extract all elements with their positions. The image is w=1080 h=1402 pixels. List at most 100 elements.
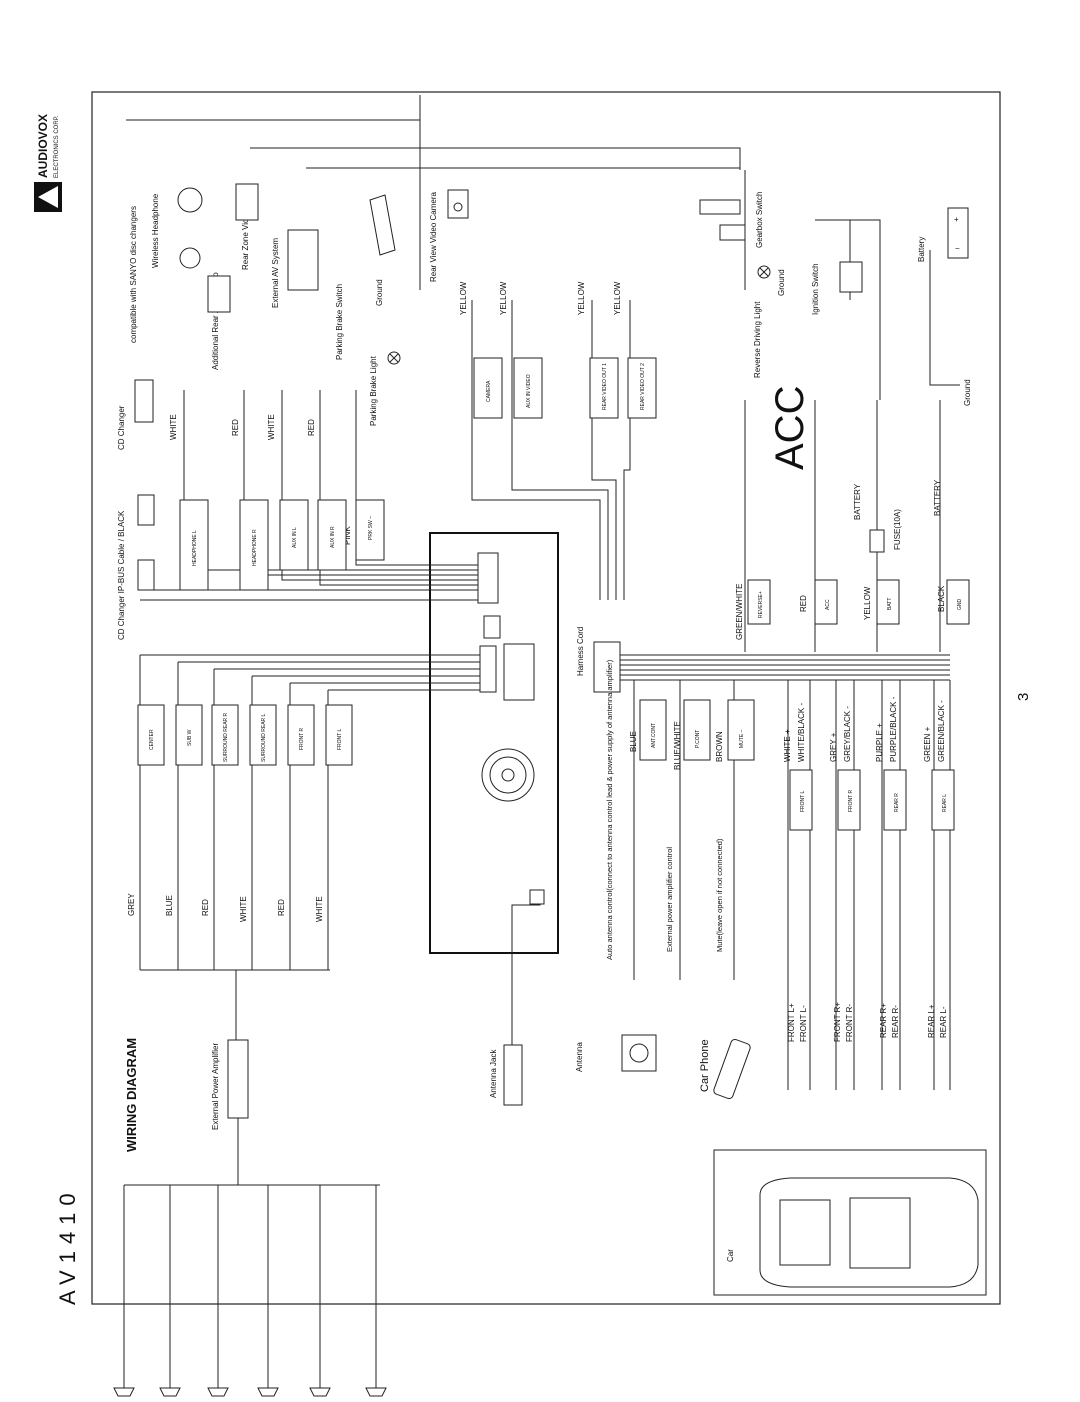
ground-label-2: Ground xyxy=(777,269,786,296)
ground-label-1: Ground xyxy=(375,279,384,306)
top-connector-boxes: HEADPHONE L HEADPHONE R AUX IN L AUX IN … xyxy=(179,357,657,591)
speaker-icon xyxy=(257,1387,279,1397)
speaker-icon xyxy=(365,1387,387,1397)
cd-port xyxy=(483,615,501,639)
parking-brake-switch-label: Parking Brake Switch xyxy=(335,284,344,360)
spk-wire-purple-plus: PURPLE + xyxy=(875,723,884,762)
page-number: 3 xyxy=(1015,693,1032,701)
ctrl-desc-amplifier: External power amplifier control xyxy=(665,847,674,952)
box-headphone-l: HEADPHONE L xyxy=(192,530,198,566)
wire-color-yellow-1: YELLOW xyxy=(459,281,468,315)
model-title: AV1410 xyxy=(55,1186,80,1305)
spk-rear-r-plus: REAR R+ xyxy=(879,1003,888,1038)
gear-lever-icon xyxy=(719,224,746,241)
fuse-label: FUSE(10A) xyxy=(893,509,902,550)
ctrl-color-blue: BLUE xyxy=(629,731,638,752)
car-label: Car xyxy=(726,1249,735,1262)
external-av-label: External AV System xyxy=(271,238,280,308)
parking-brake-light-label: Parking Brake Light xyxy=(369,355,378,426)
spk-box-front-r: FRONT R xyxy=(848,789,854,812)
rca-port xyxy=(479,645,497,693)
speaker-groups: FRONT L FRONT R REAR R REAR L WHITE + WH… xyxy=(783,680,955,1090)
ctrl-desc-antenna: Auto antenna control(connect to antenna … xyxy=(605,659,614,960)
spk-front-l-plus: FRONT L+ xyxy=(787,1003,796,1042)
sanyo-compat-label: compatible with SANYO disc changers xyxy=(129,206,138,343)
rca-outputs: CENTER SUB W SURROUND REAR R SURROUND RE… xyxy=(127,655,353,1040)
parking-brake-icon xyxy=(369,194,396,256)
speaker-icon xyxy=(309,1387,331,1397)
spk-wire-grey-plus: GREY + xyxy=(829,732,838,762)
amplifier-label: External Power Amplifier xyxy=(211,1043,220,1130)
antenna-jack-icon xyxy=(503,1044,523,1106)
fuse-icon xyxy=(869,529,885,553)
harness-wires xyxy=(140,589,950,691)
car-icon xyxy=(759,1177,979,1288)
ctrl-color-brown: BROWN xyxy=(715,731,724,762)
spk-box-rear-l: REAR L xyxy=(942,794,948,812)
battery-plus-label: BATTERY xyxy=(853,483,862,520)
cd-changer-label: CD Changer xyxy=(117,405,126,450)
wire-color-yellow-2: YELLOW xyxy=(499,281,508,315)
antenna-label: Antenna xyxy=(575,1042,584,1072)
ipbus-port xyxy=(477,552,499,604)
ipbus-plug-icon xyxy=(137,494,155,526)
wire-color-yellow-4: YELLOW xyxy=(613,281,622,315)
rca-color-red-1: RED xyxy=(201,899,210,916)
power-color-green-white: GREEN/WHITE xyxy=(735,584,744,640)
box-aux-in-l: AUX IN L xyxy=(292,527,298,548)
brand-logo: AUDIOVOX ELECTRONICS CORP. xyxy=(34,114,62,212)
spk-front-r-plus: FRONT R+ xyxy=(833,1002,842,1042)
additional-rear-zone-label: Additional Rear Zone Video xyxy=(211,272,220,370)
rca-box-surround-rear-r: SURROUND REAR R xyxy=(223,712,229,762)
box-headphone-r: HEADPHONE R xyxy=(252,529,258,566)
av-system-icon xyxy=(287,229,319,291)
top-wire-colors: WHITE RED WHITE RED PINK YELLOW YELLOW Y… xyxy=(169,281,622,545)
svg-text:−: − xyxy=(955,244,960,253)
rear-zone-video-label: Rear Zone Video 1 xyxy=(241,202,250,270)
spk-front-l-minus: FRONT L- xyxy=(799,1005,808,1042)
battery-label: Battery xyxy=(917,237,926,262)
ignition-switch-icon xyxy=(839,261,863,293)
wire-color-white-2: WHITE xyxy=(267,414,276,440)
car-phone-icon xyxy=(713,1038,751,1100)
wire-color-yellow-3: YELLOW xyxy=(577,281,586,315)
antenna-area: Antenna Jack Antenna Car Phone xyxy=(489,889,751,1106)
ipbus-plug-icon-2 xyxy=(137,559,155,591)
speaker-icon xyxy=(113,1387,135,1397)
gearbox-switch-label: Gearbox Switch xyxy=(755,192,764,248)
diagram-title: WIRING DIAGRAM xyxy=(124,1038,139,1152)
rca-box-surround-rear-l: SURROUND REAR L xyxy=(261,713,267,762)
speaker-fanout xyxy=(123,1118,380,1388)
box-camera: CAMERA xyxy=(486,380,492,402)
speaker-icon xyxy=(159,1387,181,1397)
headphone-icon-2 xyxy=(179,247,201,269)
additional-monitor-icon xyxy=(207,275,231,313)
rear-zone-monitor-icon xyxy=(235,183,259,221)
battery-icon xyxy=(947,207,969,259)
amplifier-icon xyxy=(227,1039,249,1119)
acc-label: ACC xyxy=(768,386,812,470)
rca-color-white-2: WHITE xyxy=(315,896,324,922)
rca-box-front-l: FRONT L xyxy=(337,728,343,750)
ignition-switch-label: Ignition Switch xyxy=(811,263,820,315)
gearbox-icon xyxy=(699,199,741,215)
rca-color-white-1: WHITE xyxy=(239,896,248,922)
box-aux-in-r: AUX IN R xyxy=(330,526,336,548)
reverse-light-label: Reverse Driving Light xyxy=(753,301,762,378)
head-unit xyxy=(429,532,559,954)
spk-box-front-l: FRONT L xyxy=(800,790,806,812)
ipbus-cable-label: CD Changer IP-BUS Cable / BLACK xyxy=(117,510,126,640)
spk-rear-r-minus: REAR R- xyxy=(891,1005,900,1038)
car-phone-label: Car Phone xyxy=(699,1039,711,1092)
brand-name: AUDIOVOX xyxy=(36,114,50,178)
car-area: Car xyxy=(713,1149,987,1296)
wire-color-pink: PINK xyxy=(343,526,352,545)
wire-color-white-1: WHITE xyxy=(169,414,178,440)
headphone-icon xyxy=(177,187,203,213)
power-box-gnd: GND xyxy=(957,599,963,611)
ctrl-box-ant: ANT.CONT xyxy=(651,723,657,748)
spk-wire-green-black: GREEN/BLACK - xyxy=(937,700,946,762)
brand-subline: ELECTRONICS CORP. xyxy=(54,115,60,178)
power-labels: GREEN/WHITE REVERSE+ RED ACC YELLOW BATT… xyxy=(735,479,970,640)
